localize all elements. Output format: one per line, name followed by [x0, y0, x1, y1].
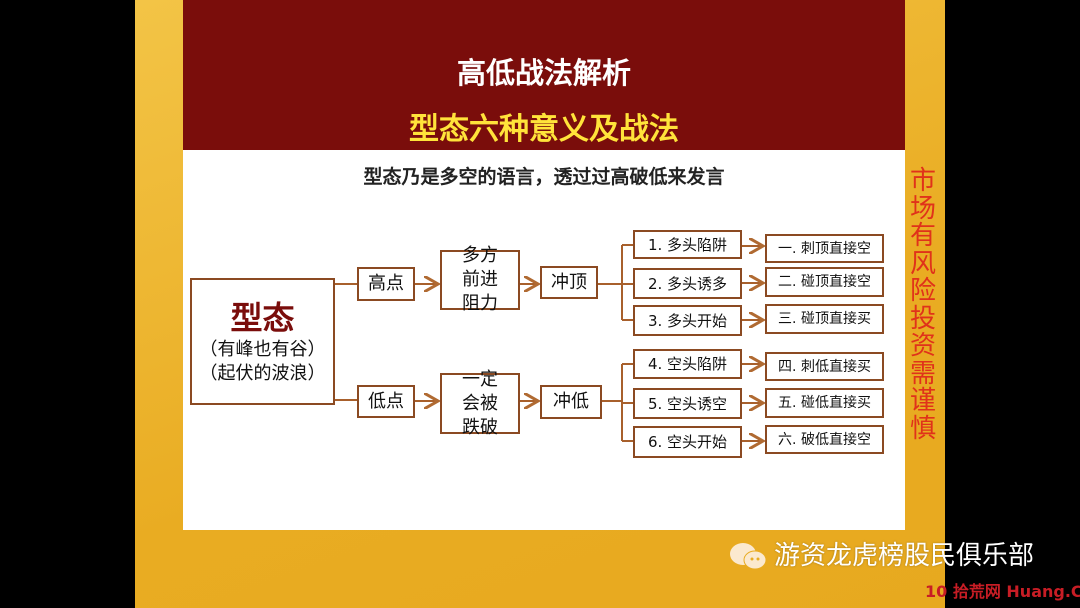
low-action-node: 冲低 — [540, 385, 602, 419]
risk-note: 市场有风险 投资需谨慎 — [909, 166, 936, 444]
case-node: 6. 空头开始 — [633, 426, 742, 458]
connector — [602, 363, 633, 442]
high-action-node: 冲顶 — [540, 266, 598, 299]
root-line2: （起伏的波浪） — [199, 362, 326, 384]
strategy-node: 三. 碰顶直接买 — [765, 304, 884, 334]
wechat-icon — [730, 543, 767, 570]
slogan: 型态乃是多空的语言，透过过高破低来发言 — [363, 166, 725, 188]
strategy-node: 五. 碰低直接买 — [765, 388, 884, 418]
site-logo: 10 拾荒网 Huang.CN — [925, 582, 1080, 601]
case-node: 1. 多头陷阱 — [633, 230, 742, 259]
watermark-text: 游资龙虎榜股民俱乐部 — [774, 541, 1035, 571]
watermark: 游资龙虎榜股民俱乐部 — [728, 540, 1034, 572]
root-line1: （有峰也有谷） — [199, 338, 326, 360]
case-node: 2. 多头诱多 — [633, 268, 742, 299]
root-title: 型态 — [230, 298, 295, 337]
high-point-node: 高点 — [357, 267, 415, 301]
subtitle: 型态六种意义及战法 — [409, 112, 679, 147]
case-node: 3. 多头开始 — [633, 305, 742, 336]
connector — [598, 244, 633, 321]
low-point-node: 低点 — [357, 385, 415, 418]
strategy-node: 六. 破低直接空 — [765, 425, 884, 454]
strategy-node: 一. 刺顶直接空 — [765, 234, 884, 263]
high-step-node: 多方前进阻力 — [440, 245, 520, 314]
strategy-node: 四. 刺低直接买 — [765, 352, 884, 381]
root-node: 型态 （有峰也有谷） （起伏的波浪） — [190, 278, 335, 405]
header: 高低战法解析 型态六种意义及战法 — [183, 0, 905, 150]
low-step-node: 一定会被跌破 — [440, 369, 520, 438]
case-node: 4. 空头陷阱 — [633, 349, 742, 379]
title: 高低战法解析 — [456, 56, 631, 90]
case-node: 5. 空头诱空 — [633, 388, 742, 419]
strategy-node: 二. 碰顶直接空 — [765, 267, 884, 297]
